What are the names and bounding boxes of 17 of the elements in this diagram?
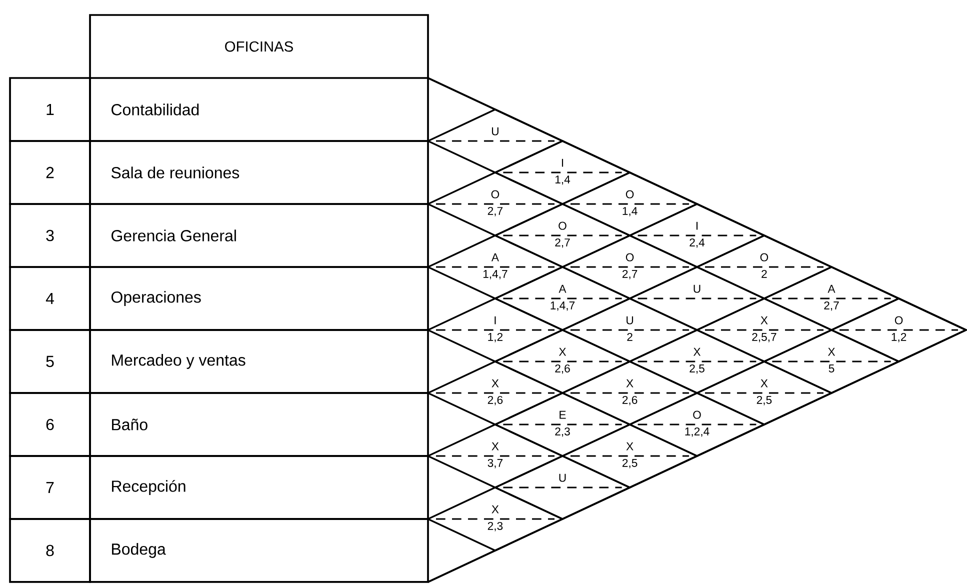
- number-cell: 7: [9, 455, 91, 520]
- name-cell: Contabilidad: [89, 77, 429, 142]
- number-cell: 1: [9, 77, 91, 142]
- name-cell: Operaciones: [89, 266, 429, 331]
- name-cell: Gerencia General: [89, 203, 429, 268]
- name-cell: Bodega: [89, 518, 429, 583]
- number-cell: 5: [9, 329, 91, 394]
- number-cell: 8: [9, 518, 91, 583]
- name-cell: Sala de reuniones: [89, 140, 429, 205]
- name-cell: Mercadeo y ventas: [89, 329, 429, 394]
- header-cell: OFICINAS: [89, 14, 429, 78]
- name-cell: Baño: [89, 392, 429, 457]
- name-cell: Recepción: [89, 455, 429, 520]
- number-cell: 2: [9, 140, 91, 205]
- number-cell: 6: [9, 392, 91, 457]
- number-cell: 3: [9, 203, 91, 268]
- number-cell: 4: [9, 266, 91, 331]
